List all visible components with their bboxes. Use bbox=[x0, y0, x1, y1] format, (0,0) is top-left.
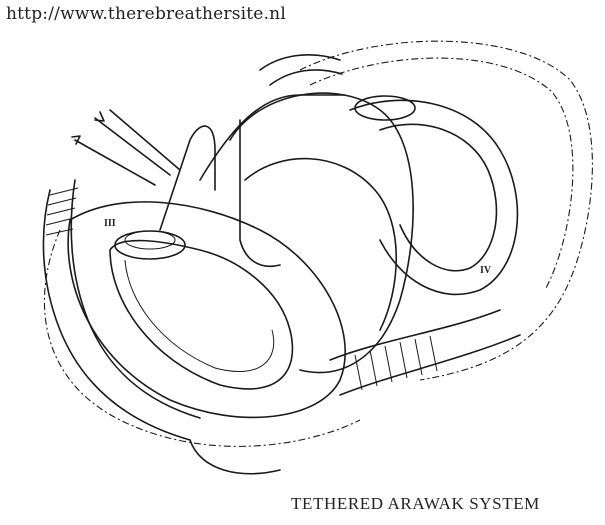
callout-iii: III bbox=[104, 218, 116, 229]
site-url: http://www.therebreathersite.nl bbox=[6, 4, 286, 24]
callout-iv: IV bbox=[480, 265, 492, 276]
figure-caption: TETHERED ARAWAK SYSTEM bbox=[291, 494, 540, 513]
